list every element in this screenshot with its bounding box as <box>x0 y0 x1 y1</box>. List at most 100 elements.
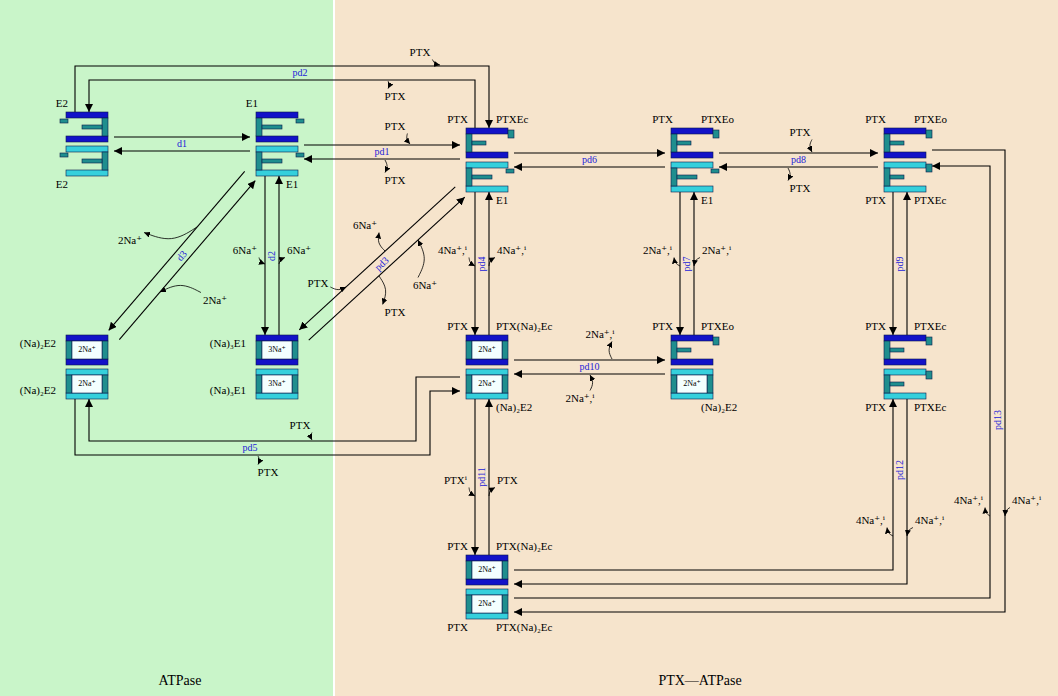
subunit-part <box>66 375 72 393</box>
subunit-part <box>256 152 262 170</box>
ion-label: 2Na⁺ <box>677 375 707 393</box>
ion-label: 2Na⁺ <box>472 561 502 579</box>
species-arrow <box>985 508 990 517</box>
species-arrow <box>489 488 495 497</box>
subunit-part <box>256 335 298 341</box>
subunit-part <box>466 186 508 192</box>
species-arrow <box>489 258 495 267</box>
reaction-arrow <box>514 150 1005 612</box>
species-arrow <box>259 258 265 265</box>
pump-icon <box>60 335 114 399</box>
reaction-arrow <box>114 150 250 151</box>
subunit-part <box>884 128 926 134</box>
species-label: 2Na⁺,ⁱ <box>702 244 731 257</box>
subunit-part <box>466 335 508 341</box>
state-label: PTXEc <box>914 320 946 333</box>
subunit-part <box>671 134 677 152</box>
subunit-part <box>890 348 904 352</box>
state-label: PTX <box>865 401 886 414</box>
pump-dimer: PTXPTXEo2Na⁺(Na)₂E2 <box>665 335 719 399</box>
subunit-part <box>707 375 713 393</box>
ion-label: 3Na⁺ <box>262 375 292 393</box>
subunit-part <box>671 186 713 192</box>
subunit-part <box>890 175 904 179</box>
subunit-part <box>66 369 108 375</box>
rate-constant-label: pd2 <box>292 68 309 78</box>
pump-icon <box>250 112 304 176</box>
reaction-arrow <box>514 166 665 167</box>
subunit-part <box>102 118 108 136</box>
subunit-part <box>256 112 298 118</box>
reaction-arrow <box>299 187 455 330</box>
subunit-part <box>262 375 292 393</box>
reaction-arrows <box>75 66 1005 612</box>
subunit-part <box>466 128 508 134</box>
pump-dimer: E1E1 <box>250 112 304 176</box>
reaction-arrow <box>474 192 475 335</box>
subunit-part <box>884 168 890 186</box>
subunit-part <box>926 130 932 138</box>
reaction-arrow-pair <box>680 192 694 335</box>
reaction-arrow <box>514 152 665 153</box>
pump-icon <box>665 128 719 192</box>
pump-dimer: (Na)₃E13Na⁺3Na⁺(Na)₃E1 <box>250 335 304 399</box>
species-arrow <box>279 258 285 265</box>
subunit-part <box>884 186 926 192</box>
subunit-part <box>66 393 108 399</box>
subunit-part <box>82 159 102 163</box>
subunit-part <box>256 369 298 375</box>
subunit-part <box>677 348 691 352</box>
subunit-part <box>256 341 262 359</box>
species-label: 2Na⁺,ⁱ <box>565 392 594 405</box>
species-label: 2Na⁺,ⁱ <box>643 244 672 257</box>
subunit-part <box>256 393 298 399</box>
subunit-part <box>466 369 508 375</box>
pump-icon <box>665 335 719 399</box>
reaction-arrow-pair <box>475 192 489 335</box>
species-arrow <box>330 287 346 290</box>
pump-icon <box>460 555 514 619</box>
state-label: PTXEc <box>496 113 528 126</box>
reaction-arrow <box>89 80 475 128</box>
subunit-part <box>671 128 713 134</box>
reaction-arrow <box>892 192 893 335</box>
species-label: PTX <box>790 182 811 195</box>
subunit-part <box>66 136 108 142</box>
pump-dimer: E2E2 <box>60 112 114 176</box>
species-label: PTX <box>385 174 406 187</box>
subunit-part <box>66 146 108 152</box>
species-label: 6Na⁺ <box>233 244 257 257</box>
subunit-part <box>713 337 719 345</box>
ptx-atpase-region <box>333 0 1058 696</box>
region-label: PTX—ATPase <box>658 672 741 689</box>
pump-icon <box>878 128 932 192</box>
subunit-part <box>256 359 298 365</box>
state-label: PTXEc <box>914 194 946 207</box>
pump-dimer: PTXPTXEoE1 <box>665 128 719 192</box>
subunit-part <box>466 375 472 393</box>
state-label: PTXEo <box>914 113 947 126</box>
species-label: 4Na⁺,ⁱ <box>1012 494 1041 507</box>
state-label: PTX(Na)₂Ec <box>496 540 552 553</box>
species-label: 4Na⁺,ⁱ <box>438 244 467 257</box>
state-label: (Na)₂E2 <box>701 401 737 414</box>
subunit-part <box>256 118 262 136</box>
reaction-arrow <box>119 181 255 340</box>
subunit-part <box>884 375 890 393</box>
subunit-part <box>671 335 713 341</box>
species-arrow <box>469 258 475 267</box>
subunit-part <box>466 152 508 158</box>
subunit-part <box>60 153 68 157</box>
subunit-part <box>926 164 932 172</box>
species-label: 4Na⁺,ⁱ <box>856 514 885 527</box>
species-label: 6Na⁺ <box>413 279 437 292</box>
species-label: PTX <box>385 120 406 133</box>
species-arrow <box>160 285 201 292</box>
state-label: PTX <box>865 320 886 333</box>
species-arrow <box>590 375 593 391</box>
ion-label: 2Na⁺ <box>472 375 502 393</box>
subunit-part <box>671 359 713 365</box>
ion-label: 2Na⁺ <box>72 375 102 393</box>
pump-icon <box>878 335 932 399</box>
subunit-part <box>926 371 932 379</box>
